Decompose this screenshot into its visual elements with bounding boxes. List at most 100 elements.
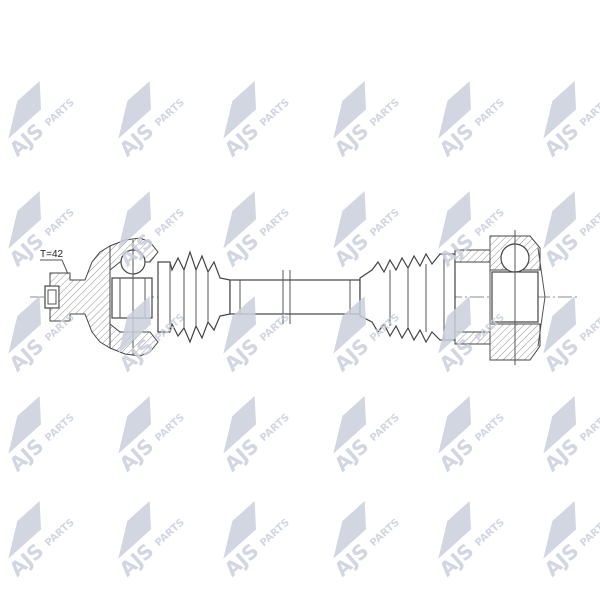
watermark-brand: AJS xyxy=(220,539,264,582)
watermark-logo-shape xyxy=(438,395,471,454)
watermark-sub: PARTS xyxy=(578,207,600,239)
watermark-brand: AJS xyxy=(5,119,49,162)
watermark-sub: PARTS xyxy=(368,207,402,239)
watermark-logo-shape xyxy=(333,500,366,559)
watermark-logo-shape xyxy=(118,395,151,454)
watermark-brand: AJS xyxy=(330,434,374,477)
watermark-sub: PARTS xyxy=(578,517,600,549)
right-boot xyxy=(359,252,456,344)
watermark-brand: AJS xyxy=(5,539,49,582)
watermark-brand: AJS xyxy=(220,119,264,162)
watermark-sub: PARTS xyxy=(368,97,402,129)
watermark-sub: PARTS xyxy=(578,412,600,444)
watermark-logo-shape xyxy=(333,190,366,249)
watermark-sub: PARTS xyxy=(258,97,292,129)
tooth-count-label: T=42 xyxy=(40,249,64,260)
watermark-sub: PARTS xyxy=(258,207,292,239)
watermark-sub: PARTS xyxy=(473,97,507,129)
watermark-brand: AJS xyxy=(540,434,584,477)
watermark-logo-shape xyxy=(223,190,256,249)
watermark-logo-shape xyxy=(543,395,576,454)
watermark-logo-shape xyxy=(333,395,366,454)
watermark-sub: PARTS xyxy=(153,517,187,549)
watermark-sub: PARTS xyxy=(578,97,600,129)
watermark-logo-shape xyxy=(333,80,366,139)
watermark-brand: AJS xyxy=(115,119,159,162)
watermark-brand: AJS xyxy=(540,539,584,582)
shaft-assembly: T=42 xyxy=(30,230,580,365)
watermark-brand: AJS xyxy=(330,539,374,582)
watermark-sub: PARTS xyxy=(473,412,507,444)
watermark-sub: PARTS xyxy=(258,312,292,344)
watermark-logo-shape xyxy=(543,80,576,139)
watermark-logo-shape xyxy=(543,295,576,354)
shaft-bar xyxy=(229,270,361,324)
watermark-logo-shape xyxy=(223,295,256,354)
watermark-logo-shape xyxy=(438,295,471,354)
watermark-logo-shape xyxy=(543,500,576,559)
right-cv-joint xyxy=(454,230,546,365)
watermark-logo-shape xyxy=(438,500,471,559)
watermark-brand: AJS xyxy=(435,434,479,477)
watermark-brand: AJS xyxy=(330,229,374,272)
watermark-logo-shape xyxy=(118,80,151,139)
watermark-logo-shape xyxy=(223,80,256,139)
watermark-logo-shape xyxy=(543,190,576,249)
watermark-sub: PARTS xyxy=(473,517,507,549)
watermark-sub: PARTS xyxy=(43,207,77,239)
watermark-brand: AJS xyxy=(540,119,584,162)
watermark-sub: PARTS xyxy=(43,97,77,129)
watermark-brand: AJS xyxy=(220,229,264,272)
watermark-brand: AJS xyxy=(5,334,49,377)
watermark-sub: PARTS xyxy=(368,517,402,549)
watermark-logo-shape xyxy=(8,500,41,559)
watermark-sub: PARTS xyxy=(473,207,507,239)
watermark-logo-shape xyxy=(438,80,471,139)
watermark-sub: PARTS xyxy=(43,517,77,549)
watermark-logo-shape xyxy=(118,190,151,249)
watermark-brand: AJS xyxy=(540,229,584,272)
watermark-brand: AJS xyxy=(220,334,264,377)
watermark-brand: AJS xyxy=(115,434,159,477)
watermark-logo-shape xyxy=(223,395,256,454)
watermark-brand: AJS xyxy=(435,539,479,582)
watermark-logo-shape xyxy=(118,295,151,354)
watermark-brand: AJS xyxy=(5,229,49,272)
watermark-brand: AJS xyxy=(115,539,159,582)
watermark-logo-shape xyxy=(8,395,41,454)
watermark-logo-shape xyxy=(8,80,41,139)
watermark-sub: PARTS xyxy=(258,517,292,549)
watermark-sub: PARTS xyxy=(258,412,292,444)
watermark-logo-shape xyxy=(223,500,256,559)
watermark-logo-shape xyxy=(8,190,41,249)
watermark-brand: AJS xyxy=(330,334,374,377)
watermark-sub: PARTS xyxy=(153,412,187,444)
watermark-logo-shape xyxy=(8,295,41,354)
leader-line-end xyxy=(61,259,69,275)
watermark-logo-shape xyxy=(333,295,366,354)
watermark-sub: PARTS xyxy=(368,412,402,444)
watermark-sub: PARTS xyxy=(153,207,187,239)
watermark-brand: AJS xyxy=(5,434,49,477)
watermark-logo-shape xyxy=(438,190,471,249)
watermark-brand: AJS xyxy=(540,334,584,377)
watermark-brand: AJS xyxy=(330,119,374,162)
